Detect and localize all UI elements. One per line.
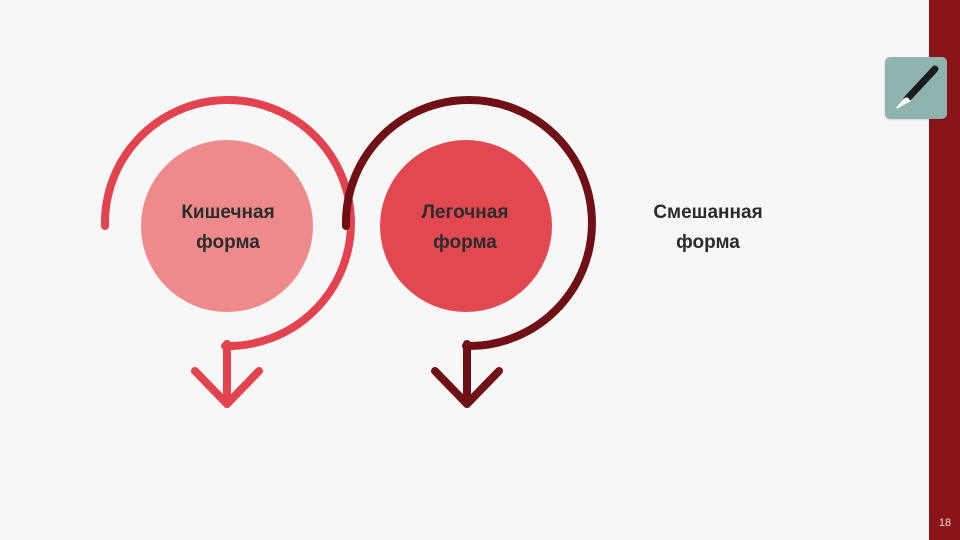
stage-label-mixed: Смешанная форма <box>622 198 794 258</box>
flow-arrow-1-head <box>191 367 263 408</box>
stage-circle-1 <box>141 140 313 312</box>
page-number: 18 <box>938 517 952 529</box>
stage-label-2-line2: форма <box>433 232 497 253</box>
stage-label-pulmonary: Легочная форма <box>379 198 551 258</box>
stage-label-2-line1: Легочная <box>421 202 509 223</box>
stage-label-3-line1: Смешанная <box>653 202 763 223</box>
stage-circle-2 <box>380 140 552 312</box>
flow-arrow-1 <box>100 96 355 351</box>
stage-label-1-line2: форма <box>196 232 260 253</box>
flow-arrow-2 <box>341 96 596 351</box>
stage-label-intestinal: Кишечная форма <box>142 198 314 258</box>
pen-icon <box>896 65 939 109</box>
stage-label-3-line2: форма <box>676 232 740 253</box>
flow-arrow-2-head <box>431 367 503 408</box>
pen-tool-button[interactable] <box>885 57 947 119</box>
stage-label-1-line1: Кишечная <box>181 202 275 223</box>
